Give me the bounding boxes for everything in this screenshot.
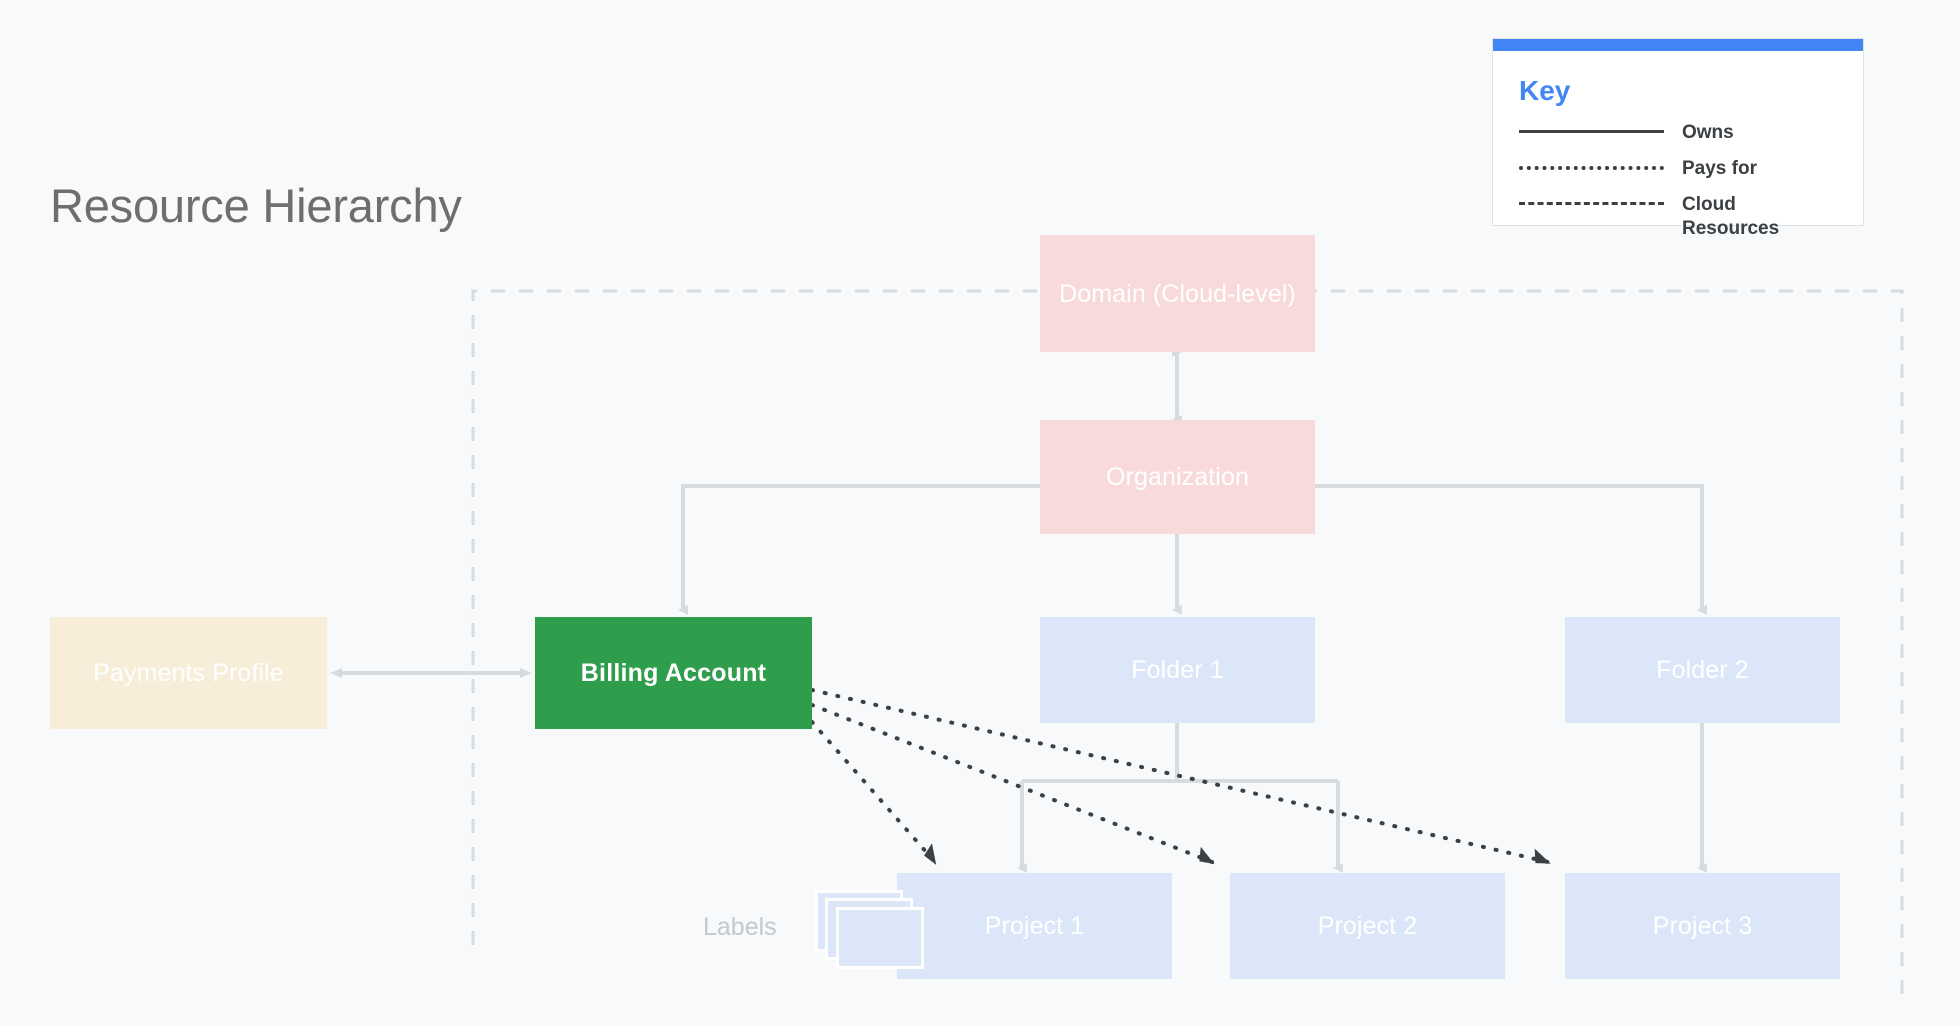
stacked-cards-icon [815,890,925,970]
node-domain-label: Domain (Cloud-level) [1059,279,1296,308]
key-label-owns: Owns [1682,122,1734,143]
key-rows: Owns Pays for Cloud Resources [1519,121,1851,239]
owns-line-sample [1519,121,1664,157]
key-row-cloud-resources: Cloud Resources [1519,193,1851,239]
labels-text: Labels [703,913,777,941]
node-organization[interactable]: Organization [1040,420,1315,534]
cloud-resources-line-sample [1519,193,1664,229]
page-title: Resource Hierarchy [50,179,462,232]
stacked-card-front [836,907,924,969]
node-payments-profile[interactable]: Payments Profile [50,617,327,729]
node-folder-1[interactable]: Folder 1 [1040,617,1315,723]
node-folder-2[interactable]: Folder 2 [1565,617,1840,723]
node-project-2[interactable]: Project 2 [1230,873,1505,979]
node-project-1-label: Project 1 [984,912,1085,940]
key-legend-box: Key Owns Pays for Cloud Resources [1492,38,1864,239]
node-billing-account-label: Billing Account [580,659,767,687]
node-project-3-label: Project 3 [1652,912,1753,940]
edge-billing-project2 [810,703,1215,865]
key-label-pays-for: Pays for [1682,158,1757,179]
edge-organization-folder2 [1315,484,1707,615]
node-folder-1-label: Folder 1 [1131,656,1224,684]
node-organization-label: Organization [1106,463,1249,491]
node-project-1[interactable]: Project 1 [897,873,1172,979]
edge-organization-billing [678,484,1040,615]
key-row-owns: Owns [1519,121,1851,157]
edge-folder1-projects [1017,723,1343,873]
key-title: Key [1519,75,1571,106]
key-label-cloud-resources: Cloud Resources [1682,194,1780,239]
key-accent-bar [1493,39,1863,51]
key-row-pays-for: Pays for [1519,157,1851,193]
node-payments-profile-label: Payments Profile [93,659,284,687]
node-folder-2-label: Folder 2 [1656,656,1749,684]
node-project-2-label: Project 2 [1317,912,1418,940]
node-billing-account[interactable]: Billing Account [535,617,812,729]
pays-for-line-sample [1519,157,1664,193]
node-domain[interactable]: Domain (Cloud-level) [1040,235,1315,352]
node-project-3[interactable]: Project 3 [1565,873,1840,979]
edge-billing-project1 [810,720,937,865]
